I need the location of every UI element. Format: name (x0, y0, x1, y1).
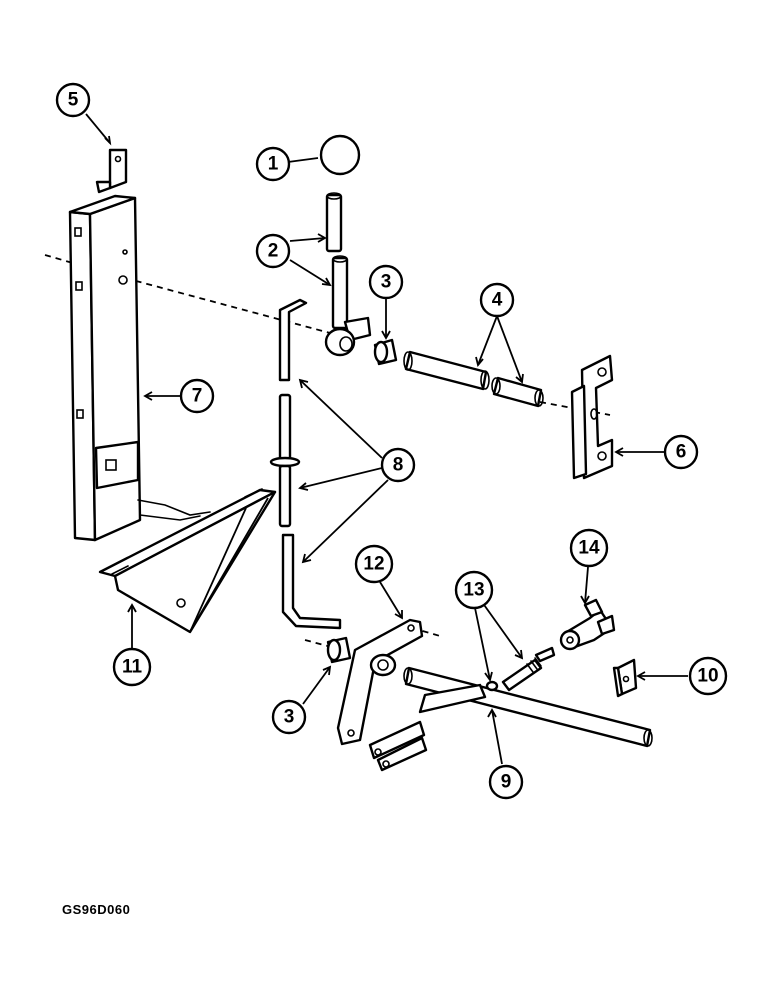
clip-part-10 (612, 658, 638, 698)
shaft-part-9 (368, 666, 653, 772)
figure-reference-code: GS96D060 (62, 902, 131, 917)
callout-11: 11 (112, 647, 152, 687)
rod-part-8 (269, 298, 342, 630)
bushing-part-3a (373, 338, 398, 366)
rod-segment-part-2a (325, 192, 343, 253)
svg-text:11: 11 (122, 657, 143, 678)
svg-text:8: 8 (393, 455, 404, 476)
clevis-part-14 (559, 598, 616, 651)
plate-part-12 (336, 618, 424, 746)
u-bracket-part-6 (570, 354, 614, 480)
callout-3-lower: 3 (271, 699, 307, 735)
callout-9: 9 (488, 764, 524, 800)
svg-text:5: 5 (68, 90, 79, 111)
lever-pivot-assembly (324, 255, 372, 357)
callout-8: 8 (380, 447, 416, 483)
svg-text:1: 1 (268, 154, 279, 175)
callout-6: 6 (663, 434, 699, 470)
callout-10: 10 (688, 656, 728, 696)
callout-1: 1 (255, 146, 291, 182)
leader-lines (85, 113, 688, 765)
threaded-pin-part-13 (501, 646, 556, 692)
svg-text:9: 9 (501, 772, 512, 793)
support-panel-part-7 (68, 194, 211, 542)
callout-14: 14 (569, 528, 609, 568)
callout-2: 2 (255, 233, 291, 269)
svg-text:3: 3 (284, 707, 295, 728)
bushing-part-3b (326, 636, 352, 664)
svg-text:3: 3 (381, 272, 392, 293)
svg-text:10: 10 (697, 666, 718, 687)
callout-5: 5 (55, 82, 91, 118)
svg-text:6: 6 (676, 442, 687, 463)
svg-text:2: 2 (268, 241, 279, 262)
svg-text:4: 4 (492, 290, 503, 311)
svg-text:12: 12 (363, 554, 384, 575)
bracket-part-5 (95, 148, 128, 194)
callout-12: 12 (354, 544, 394, 584)
svg-text:7: 7 (192, 386, 203, 407)
knob-part-1 (319, 134, 361, 176)
svg-text:14: 14 (578, 538, 600, 559)
tubes-part-4 (403, 350, 544, 408)
callout-7: 7 (179, 378, 215, 414)
angle-bracket-part-11 (98, 488, 277, 634)
callout-4: 4 (479, 282, 515, 318)
callout-3-upper: 3 (368, 264, 404, 300)
callout-13: 13 (454, 570, 494, 610)
svg-text:13: 13 (463, 580, 484, 601)
